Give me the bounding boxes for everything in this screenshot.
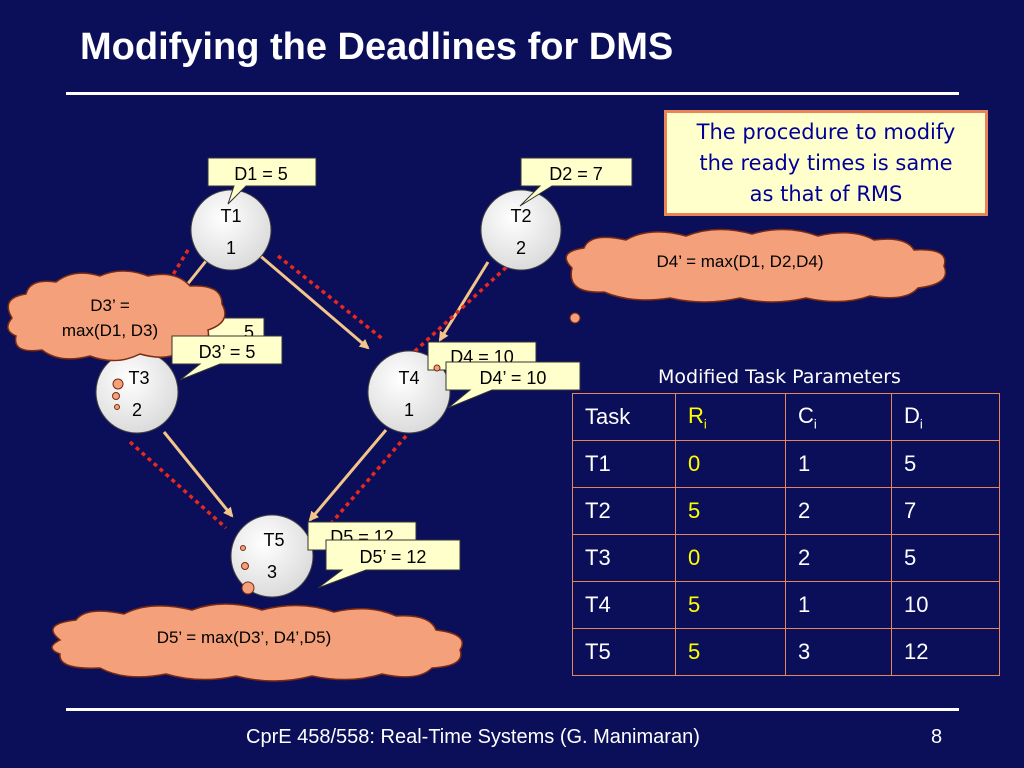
node-value: 1 xyxy=(404,400,414,420)
table-cell: 5 xyxy=(675,628,786,676)
callout-d5-modified: D5’ = 12 xyxy=(317,539,461,589)
node-t5: T5 3 xyxy=(230,514,314,598)
callout-text: 5 xyxy=(244,322,254,342)
cloud-dot xyxy=(241,581,255,595)
node-value: 1 xyxy=(226,238,236,258)
table-row: T3 0 2 5 xyxy=(572,534,1000,582)
table-row: T4 5 1 10 xyxy=(572,581,1000,629)
footer-text: CprE 458/558: Real-Time Systems (G. Mani… xyxy=(246,726,700,748)
node-label: T1 xyxy=(220,206,241,226)
table-cell: 0 xyxy=(675,534,786,582)
cloud-dot xyxy=(112,378,124,390)
table-caption: Modified Task Parameters xyxy=(658,366,901,388)
callout-d1: D1 = 5 xyxy=(207,157,317,205)
callout-text: D3’ = 5 xyxy=(199,342,256,362)
node-value: 2 xyxy=(516,238,526,258)
node-t1: T1 1 xyxy=(190,189,272,271)
table-cell: T4 xyxy=(572,581,676,629)
dotted-arrow-t2-t4 xyxy=(412,260,514,354)
table-cell: T2 xyxy=(572,487,676,535)
table-cell: 10 xyxy=(891,581,1000,629)
table-cell: T5 xyxy=(572,628,676,676)
cloud-d3-formula: D3’ = max(D1, D3) xyxy=(7,270,226,362)
edge-t4-t5 xyxy=(308,429,388,522)
note-line: the ready times is same xyxy=(699,151,953,175)
callout-text: D1 = 5 xyxy=(234,164,288,184)
edge-t1-t4 xyxy=(257,252,370,350)
cloud-d4-formula: D4’ = max(D1, D2,D4) xyxy=(565,228,947,303)
table-cell: 1 xyxy=(785,440,892,488)
callout-d2: D2 = 7 xyxy=(519,157,633,207)
cloud-dot xyxy=(240,545,246,551)
page-number: 8 xyxy=(931,726,943,748)
cloud-dot xyxy=(241,562,249,570)
callout-text: D5’ = 12 xyxy=(360,547,427,567)
header-ci: Ci xyxy=(785,393,892,441)
table-cell: 7 xyxy=(891,487,1000,535)
callout-text: D4’ = 10 xyxy=(480,368,547,388)
table-header-row: Task Ri Ci Di xyxy=(572,393,1000,441)
title-divider xyxy=(66,92,959,95)
header-ri: Ri xyxy=(675,393,786,441)
table-cell: 12 xyxy=(891,628,1000,676)
cloud-text: D5’ = max(D3’, D4’,D5) xyxy=(157,628,332,647)
table-cell: 3 xyxy=(785,628,892,676)
table-cell: T1 xyxy=(572,440,676,488)
node-t3: T3 2 xyxy=(95,350,179,434)
node-label: T3 xyxy=(128,368,149,388)
table-row: T5 5 3 12 xyxy=(572,628,1000,676)
node-t2: T2 2 xyxy=(480,189,562,271)
table-cell: 5 xyxy=(675,487,786,535)
edge-t2-t4 xyxy=(438,261,490,342)
header-di: Di xyxy=(891,393,1000,441)
note-line: The procedure to modify xyxy=(696,120,956,144)
node-label: T5 xyxy=(263,530,284,550)
cloud-dot xyxy=(433,364,441,372)
note-line: as that of RMS xyxy=(749,182,903,206)
table-cell: 5 xyxy=(891,534,1000,582)
header-task: Task xyxy=(572,393,676,441)
node-value: 2 xyxy=(132,400,142,420)
node-t4: T4 1 xyxy=(367,350,451,434)
cloud-text: D3’ = xyxy=(90,296,130,315)
cloud-dot xyxy=(114,404,120,410)
table-cell: 5 xyxy=(675,581,786,629)
cloud-text: max(D1, D3) xyxy=(62,321,158,340)
parameters-table: Task Ri Ci Di T1 0 1 5 T2 5 2 7 T3 0 2 5… xyxy=(572,393,1000,676)
footer-divider xyxy=(66,708,959,711)
dotted-arrow-t4-t5 xyxy=(320,434,408,536)
cloud-dot xyxy=(112,392,120,400)
node-value: 3 xyxy=(267,562,277,582)
table-cell: 2 xyxy=(785,487,892,535)
callout-d3-modified: D3’ = 5 xyxy=(171,335,283,381)
table-cell: 1 xyxy=(785,581,892,629)
callout-text: D2 = 7 xyxy=(549,164,603,184)
table-row: T1 0 1 5 xyxy=(572,440,1000,488)
cloud-dot xyxy=(569,312,581,324)
table-cell: T3 xyxy=(572,534,676,582)
dotted-arrow-t3-t5 xyxy=(128,440,228,530)
edge-t3-t5 xyxy=(162,431,234,518)
callout-d4-modified: D4’ = 10 xyxy=(445,361,581,409)
page-title: Modifying the Deadlines for DMS xyxy=(80,26,674,68)
table-cell: 0 xyxy=(675,440,786,488)
table-cell: 2 xyxy=(785,534,892,582)
node-label: T4 xyxy=(398,368,419,388)
dotted-arrow-t1-t3 xyxy=(158,249,190,297)
dotted-arrow-t1-t4 xyxy=(276,254,386,342)
cloud-d5-formula: D5’ = max(D3’, D4’,D5) xyxy=(51,603,463,682)
note-box: The procedure to modify the ready times … xyxy=(664,110,988,216)
cloud-text: D4’ = max(D1, D2,D4) xyxy=(656,252,823,271)
table-row: T2 5 2 7 xyxy=(572,487,1000,535)
table-cell: 5 xyxy=(891,440,1000,488)
node-label: T2 xyxy=(510,206,531,226)
